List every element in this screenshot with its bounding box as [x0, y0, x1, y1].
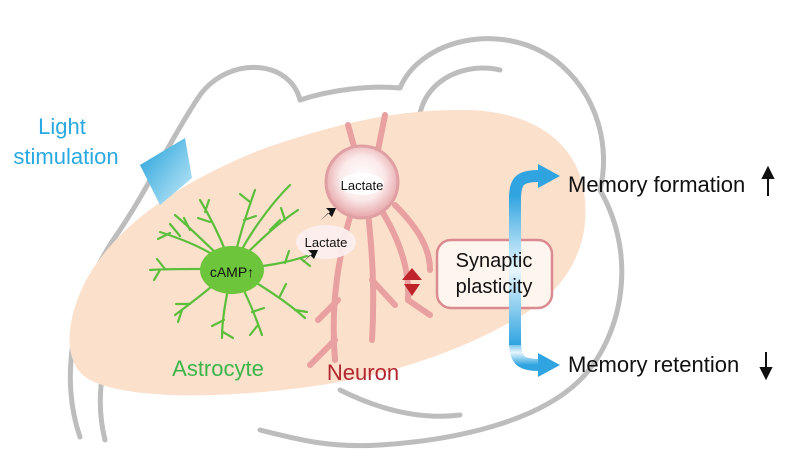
light-probe-beam [140, 138, 192, 205]
synapse-marker [402, 268, 422, 296]
memory-retention-label: Memory retention [568, 352, 739, 377]
lactate-released-label: Lactate [305, 235, 348, 250]
memory-flow-arrow [509, 164, 560, 377]
neuron-label: Neuron [327, 360, 399, 385]
light-stimulation-label-line2: stimulation [13, 144, 118, 169]
lactate-arrows [300, 208, 336, 265]
memory-formation-label: Memory formation [568, 172, 745, 197]
memory-retention-down-arrow [759, 352, 773, 381]
synaptic-label-line1: Synaptic [456, 250, 533, 272]
synaptic-plasticity-box [435, 238, 554, 310]
astrocyte-label: Astrocyte [172, 356, 264, 381]
memory-formation-up-arrow [761, 165, 775, 196]
lactate-soma-label: Lactate [341, 178, 384, 193]
light-stimulation-label-line1: Light [38, 114, 86, 139]
astrocyte-cell [148, 183, 312, 340]
synaptic-label-line2: plasticity [456, 276, 533, 298]
camp-label: cAMP↑ [210, 264, 254, 280]
astrocyte-soma [200, 246, 264, 294]
